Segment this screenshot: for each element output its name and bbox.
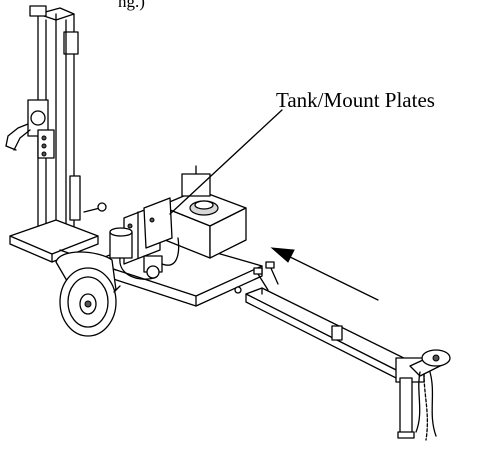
callout-label: Tank/Mount Plates (276, 88, 435, 112)
direction-arrow (270, 247, 379, 301)
beam-foot-plate (9, 219, 99, 263)
hydraulic-pump (109, 227, 163, 279)
engine (159, 165, 247, 259)
loose-pin (83, 202, 107, 213)
vertical-beam (29, 5, 81, 247)
safety-chains (415, 371, 437, 441)
caption-fragment: ng.) (118, 0, 145, 11)
tow-tongue (245, 287, 451, 439)
tongue-hardware (234, 261, 279, 294)
wheel (55, 251, 121, 337)
callout-leader-line (169, 109, 283, 215)
control-valve (5, 99, 55, 159)
hydraulic-hoses (119, 237, 180, 280)
